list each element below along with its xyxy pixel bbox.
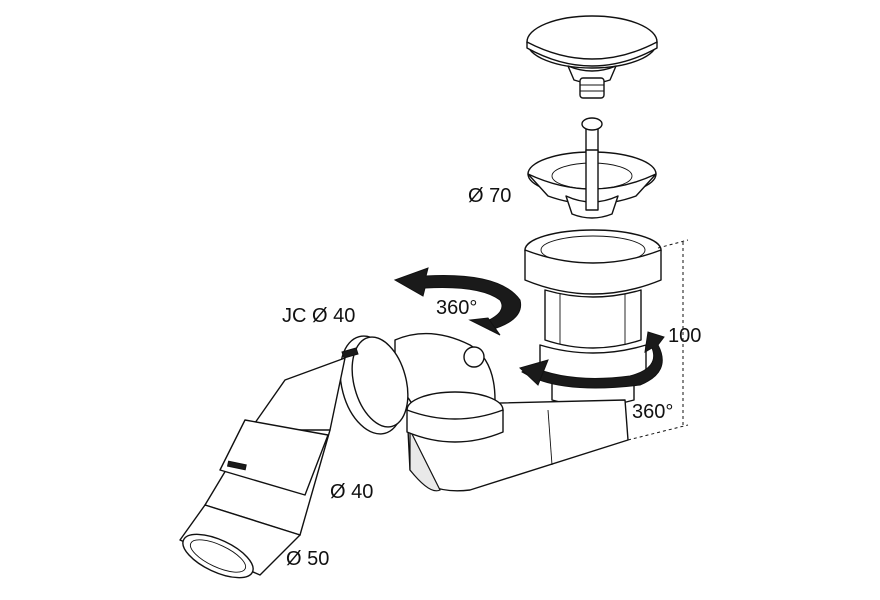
outlet-outer-diameter-label: Ø 50: [286, 548, 329, 570]
plug-cap: [526, 15, 658, 99]
rotation-arrow-side-icon: [519, 331, 665, 389]
drain-flange: [527, 149, 657, 219]
outlet-inner-diameter-label: Ø 40: [330, 481, 373, 503]
dimension-bracket-icon: [627, 239, 689, 441]
jc-nut: [339, 335, 409, 435]
elbow-joint: [394, 332, 504, 443]
cap-diameter-label: Ø 70: [468, 185, 511, 207]
rotation-side-label: 360°: [632, 401, 673, 423]
rotation-arrow-icon: [393, 267, 522, 336]
height-label: 100: [668, 325, 701, 347]
outlet-pipe: [179, 357, 346, 579]
rotation-top-label: 360°: [436, 297, 477, 319]
jc-connection-label: JC Ø 40: [282, 305, 355, 327]
